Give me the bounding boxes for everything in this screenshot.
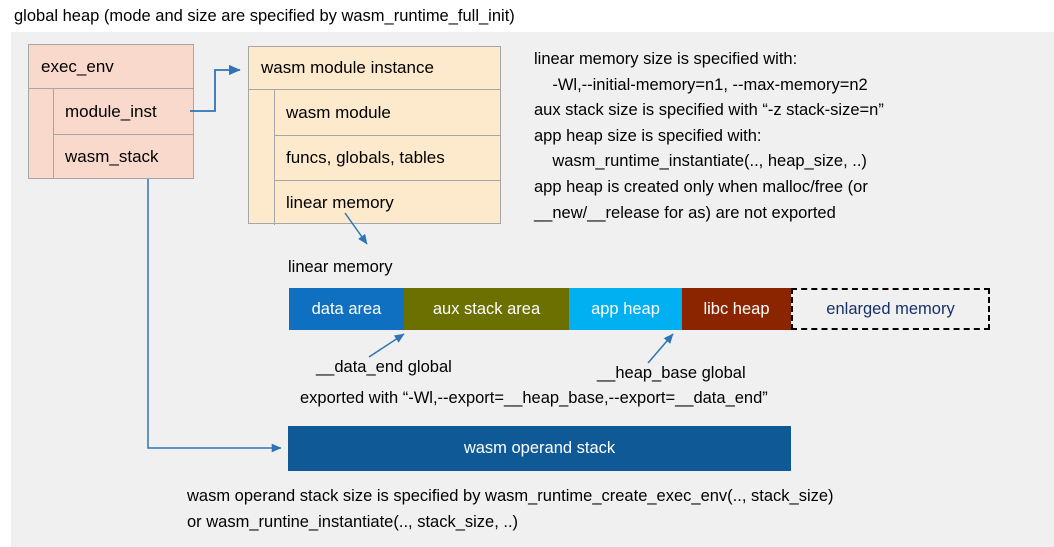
row-linear-memory: linear memory [275,180,500,225]
wasm-module-instance-body: wasm module funcs, globals, tables linea… [249,90,500,225]
annotation-heap-base: __heap_base global [597,364,746,382]
exec-env-body: module_inst wasm_stack [29,89,193,179]
wasm-module-instance-header: wasm module instance [249,47,500,90]
exec-env-gutter [29,89,54,179]
exec-env-header: exec_env [29,45,193,89]
memory-configuration-notes: linear memory size is specified with: -W… [534,50,884,222]
wasm-operand-stack-box: wasm operand stack [288,426,791,471]
segment-enlarged-memory: enlarged memory [791,288,990,330]
annotation-exported-with: exported with “-Wl,--export=__heap_base,… [300,389,768,407]
annotation-data-end: __data_end global [316,358,452,376]
segment-data-area: data area [289,288,404,330]
segment-app-heap: app heap [569,288,682,330]
exec-env-box: exec_env module_inst wasm_stack [28,44,194,179]
wasm-module-instance-gutter [249,90,275,225]
exec-env-rows: module_inst wasm_stack [54,89,193,179]
wasm-module-instance-box: wasm module instance wasm module funcs, … [248,46,501,225]
linear-memory-bar: data area aux stack area app heap libc h… [289,288,990,330]
exec-env-row-module-inst: module_inst [65,101,157,121]
page-title: global heap (mode and size are specified… [14,7,515,25]
wasm-module-instance-rows: wasm module funcs, globals, tables linea… [275,90,500,225]
row-funcs-globals-tables: funcs, globals, tables [275,135,500,180]
exec-env-row-wasm-stack: wasm_stack [54,134,193,179]
row-wasm-module: wasm module [286,102,391,122]
segment-aux-stack-area: aux stack area [404,288,569,330]
segment-libc-heap: libc heap [682,288,791,330]
linear-memory-label: linear memory [288,258,393,276]
operand-stack-note: wasm operand stack size is specified by … [187,487,834,531]
